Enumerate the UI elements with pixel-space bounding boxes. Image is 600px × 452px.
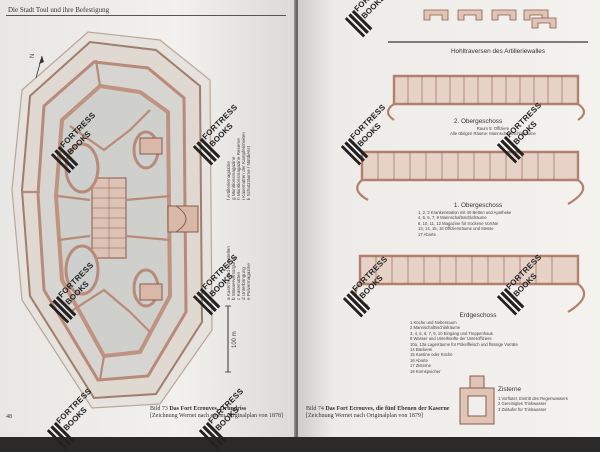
legend-line: 16 Aborte — [410, 357, 428, 363]
caption-label: Bild 74 — [306, 406, 324, 412]
legend-item: e Pulvermagazine — [246, 263, 251, 300]
legend-line: 4, 5, 6, 7, 9 Mannschaftsschlafräume — [418, 215, 487, 221]
cistern-title: Zisterne — [498, 386, 522, 393]
page-number: 48 — [6, 414, 12, 420]
running-head: Die Stadt Toul und ihre Befestigung — [8, 6, 110, 14]
legend-line: 2 Gereinigtes Trinkwasser — [498, 401, 547, 407]
ground-floor-title: Erdgeschoss — [459, 312, 497, 319]
legend-line: 14 Bäckerei — [410, 347, 433, 353]
legend-item: k Schutzräume / Notdienst — [246, 146, 251, 200]
legend-line: 17 Aborte — [418, 231, 436, 237]
ground-floor-notes: 1 Küche und Nebenraum 2 Mannschaftsschla… — [410, 320, 590, 374]
legend-line: 15 Kantine oder Küche — [410, 352, 453, 358]
legend-line: Alle übrigen Räume: Mannschaftsschlafräu… — [450, 131, 536, 137]
caption-title: Das Fort Ecrouves, die fünf Ebenen der K… — [325, 406, 450, 412]
left-page: Die Stadt Toul und ihre Befestigung — [0, 0, 296, 437]
floor1-notes: 1, 2, 3 Krankenstation mit 40 Betten und… — [418, 210, 588, 237]
cistern-notes: 1 Vorfluter, Eintritt des Regenwassers 2… — [498, 396, 598, 412]
legend-line: 13, 14, 15, 16 Offiziersräume und Messe — [418, 226, 494, 232]
figure-caption-left: Bild 73 Das Fort Ecrouves, Grundriss [Ze… — [150, 406, 290, 420]
legend-line: 2 Mannschaftsschlafräume — [410, 325, 461, 331]
legend-line: 18 Kornspeicher — [410, 368, 441, 374]
caption-label: Bild 73 — [150, 406, 168, 412]
fort-ecrouves-plan — [11, 31, 231, 409]
legend-line: 8 Wasser und Unterkünfte der Unteroffizi… — [410, 336, 492, 342]
legend-line: 3, 4, 5, 6, 7, 9, 10 Eingang und Treppen… — [410, 330, 493, 336]
legend-line: Raum 5: Offiziere — [476, 126, 510, 131]
running-head-rule — [6, 15, 286, 16]
legend-line: 1, 2, 3 Krankenstation mit 40 Betten und… — [418, 210, 512, 215]
caption-title: Das Fort Ecrouves, Grundriss — [169, 406, 247, 412]
barracks-levels-drawing — [354, 9, 588, 425]
legend-line: 10a, 13a Lagerräume für Pökelfleisch und… — [410, 341, 518, 347]
floor1-title: 1. Obergeschoss — [453, 202, 503, 209]
legend-line: 17 Zisterne — [410, 363, 431, 369]
floor2-title: 2. Obergeschoss — [453, 118, 503, 125]
legend-line: 3 Zuläufer für Trinkwasser — [498, 406, 547, 412]
caption-source: [Zeichnung Wernet nach Originalplan von … — [306, 413, 423, 419]
north-label: N — [30, 53, 36, 58]
legend-line: 8, 10, 11, 12 Magazine für trockene Vorr… — [418, 220, 499, 226]
book-gutter — [294, 0, 300, 437]
caption-source: [Zeichnung Wernet nach einem Originalpla… — [150, 413, 284, 419]
legend-line: 1 Vorfluter, Eintritt des Regenwassers — [498, 396, 568, 401]
right-page: Hohltraversen des Artilleriewalles 2. Ob… — [298, 0, 600, 437]
floor2-notes: Raum 5: Offiziere Alle übrigen Räume: Ma… — [428, 126, 558, 137]
figure-caption-right: Bild 74 Das Fort Ecrouves, die fünf Eben… — [306, 406, 456, 420]
legend-line: 1 Küche und Nebenraum — [410, 320, 457, 325]
scale-label: 100 m — [232, 331, 238, 348]
traverses-heading: Hohltraversen des Artilleriewalles — [450, 48, 546, 55]
